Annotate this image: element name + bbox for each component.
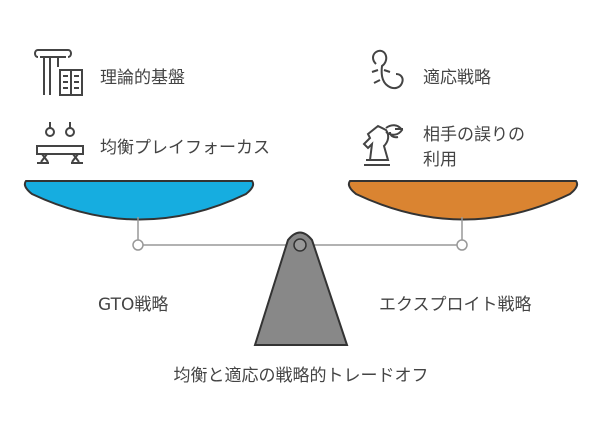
fulcrum-pivot: [293, 238, 307, 252]
fulcrum: [253, 231, 349, 346]
left-item-equilibrium: 均衡プレイフォーカス: [100, 138, 270, 158]
right-item-adaptive: 適応戦略: [423, 68, 491, 88]
chess-knight-eye-icon: [362, 124, 404, 166]
gymnastics-rings-icon: [36, 122, 84, 164]
right-item-exploit-line1: 相手の誤りの: [423, 125, 525, 145]
left-pan-label: GTO戦略: [98, 295, 169, 315]
right-item-exploit-line2: 利用: [423, 150, 457, 170]
column-book-icon: [34, 49, 83, 96]
lizard-icon: [371, 49, 404, 90]
left-beam-joint: [132, 239, 144, 251]
caption: 均衡と適応の戦略的トレードオフ: [173, 366, 429, 386]
left-pan: [23, 180, 255, 221]
right-pan: [347, 180, 579, 221]
left-item-theory: 理論的基盤: [100, 68, 185, 88]
right-beam-joint: [456, 239, 468, 251]
right-pan-label: エクスプロイト戦略: [379, 295, 532, 315]
